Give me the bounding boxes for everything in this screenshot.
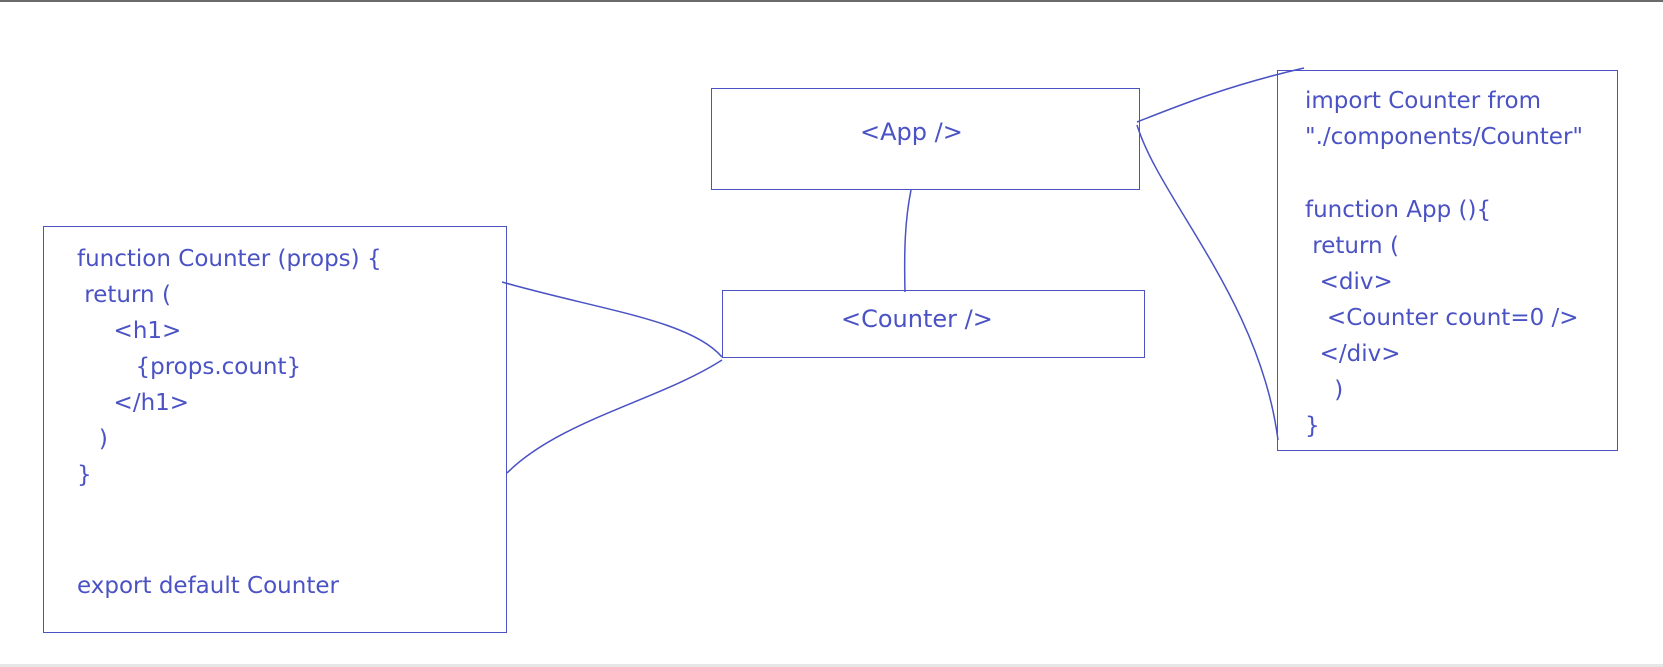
app-code-line: } xyxy=(1305,413,1320,439)
app-code-line: return ( xyxy=(1305,233,1399,259)
counter-code-line: ) xyxy=(77,426,108,452)
app-node-box[interactable] xyxy=(711,88,1140,190)
window-bottom-border xyxy=(0,664,1663,667)
app-code-line: </div> xyxy=(1305,341,1401,367)
counter-code-line: export default Counter xyxy=(77,573,339,599)
app-counter-link xyxy=(903,189,912,293)
window-top-border xyxy=(0,0,1663,2)
counter-code-line: function Counter (props) { xyxy=(77,246,382,272)
app-code-line: <div> xyxy=(1305,269,1393,295)
counter-node-box[interactable] xyxy=(722,290,1145,358)
counter-code-line: {props.count} xyxy=(77,354,302,380)
counter-code-line: } xyxy=(77,462,92,488)
counter-node-label: <Counter /> xyxy=(841,305,993,333)
counter-code-line: return ( xyxy=(77,282,171,308)
counter-to-code-upper-link xyxy=(501,281,723,358)
counter-code-line: </h1> xyxy=(77,390,190,416)
counter-to-code-lower-link xyxy=(506,359,723,474)
app-node-label: <App /> xyxy=(860,118,963,146)
app-to-code-lower-link xyxy=(1136,124,1279,441)
app-code-line: import Counter from xyxy=(1305,88,1541,114)
app-code-line: "./components/Counter" xyxy=(1305,124,1583,150)
counter-code-box[interactable] xyxy=(43,226,507,633)
app-code-line: ) xyxy=(1305,377,1344,403)
counter-code-line: <h1> xyxy=(77,318,182,344)
app-code-line: function App (){ xyxy=(1305,197,1492,223)
app-code-line: <Counter count=0 /> xyxy=(1305,305,1579,331)
app-code-box[interactable] xyxy=(1277,70,1618,451)
